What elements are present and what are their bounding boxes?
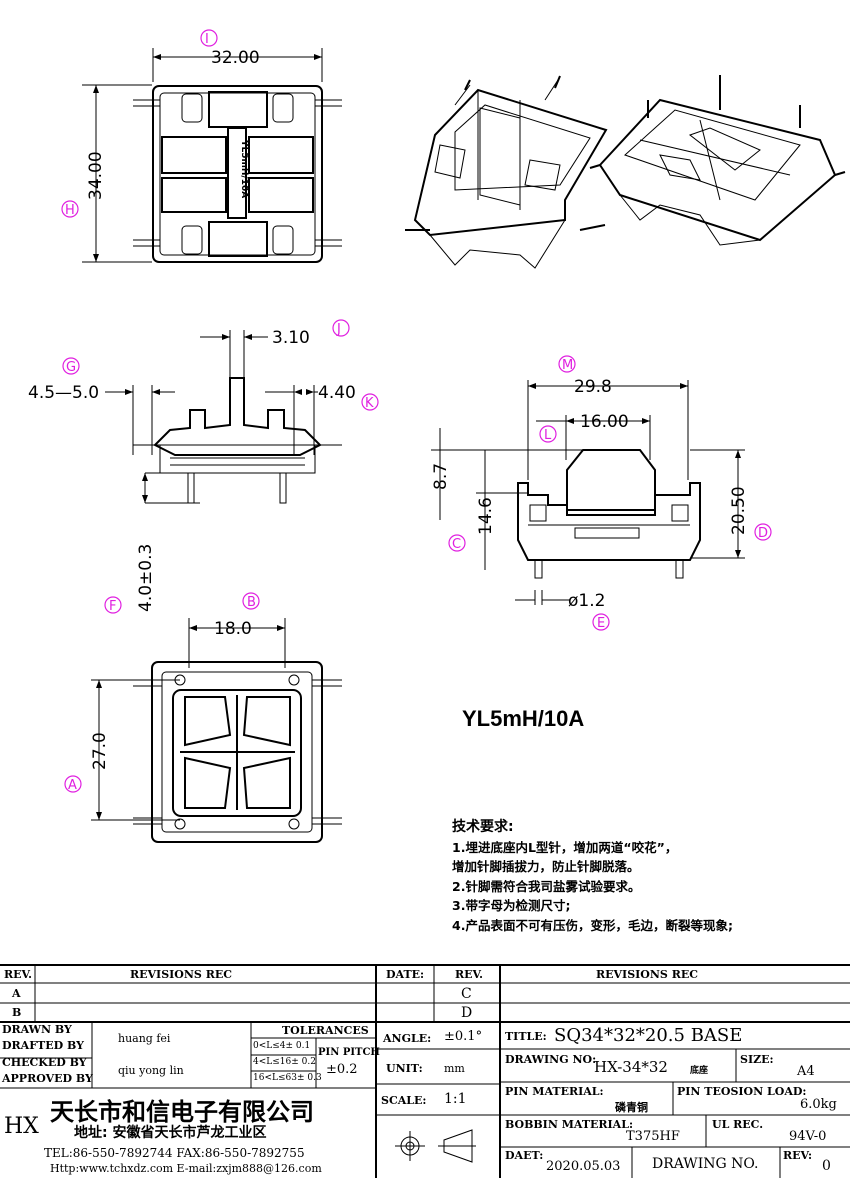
- scale: 1:1: [444, 1091, 467, 1107]
- company-address: 地址: 安徽省天长市芦龙工业区: [74, 1125, 267, 1141]
- rev: 0: [822, 1158, 831, 1174]
- date-header: DATE:: [386, 968, 425, 981]
- model-name: YL5mH/10A: [462, 706, 585, 731]
- drawn-by: huang fei: [118, 1032, 171, 1045]
- label-a: A: [68, 778, 77, 793]
- top-width-dim: 32.00: [211, 48, 260, 68]
- front-left-dim: 4.5—5.0: [28, 383, 99, 403]
- label-f: F: [109, 599, 116, 614]
- tolerance-2: 4<L≤16± 0.2: [253, 1057, 316, 1067]
- company-tel-fax: TEL:86-550-7892744 FAX:86-550-7892755: [44, 1146, 305, 1160]
- rev-label: REV:: [783, 1149, 813, 1162]
- tolerance-1: 0<L≤4± 0.1: [253, 1041, 311, 1051]
- bobbin-material-label: BOBBIN MATERIAL:: [505, 1118, 634, 1131]
- pin-tension: 6.0kg: [800, 1097, 837, 1112]
- unit-label: UNIT:: [386, 1062, 423, 1075]
- note-line: 2.针脚需符合我司盐雾试验要求。: [452, 878, 641, 894]
- front-right-dim: 4.40: [318, 383, 356, 403]
- date: 2020.05.03: [546, 1159, 621, 1174]
- side-h3-dim: 20.50: [729, 486, 749, 535]
- label-k: K: [365, 396, 374, 411]
- rev-a: A: [12, 987, 21, 1000]
- side-inner-dim: 16.00: [580, 412, 629, 432]
- bottom-height-dim: 27.0: [90, 732, 110, 770]
- bottom-view: 18.0 B 27.0 A: [64, 592, 342, 843]
- side-h1-dim: 8.7: [431, 463, 451, 490]
- pin-material: 磷青铜: [615, 1101, 648, 1114]
- checked-by-label: CHECKED BY: [2, 1056, 87, 1069]
- side-top-dim: 29.8: [574, 377, 612, 397]
- company-code: HX: [4, 1114, 39, 1139]
- company-web-email: Http:www.tchxdz.com E-mail:zxjm888@126.c…: [50, 1162, 322, 1175]
- drawing-title: SQ34*32*20.5 BASE: [554, 1025, 743, 1046]
- top-height-dim: 34.00: [86, 151, 106, 200]
- note-line: 1.埋进底座内L型针，增加两道“咬花”，: [452, 839, 678, 855]
- label-c: C: [452, 537, 461, 552]
- pin-pitch-label: PIN PITCH: [318, 1047, 380, 1058]
- drawing-no2-label: DRAWING NO.: [652, 1156, 759, 1172]
- label-e: E: [597, 616, 605, 631]
- pin-pitch: ±0.2: [326, 1062, 358, 1077]
- side-pin-dim: ø1.2: [568, 591, 605, 611]
- ul-rec-label: UL REC.: [712, 1118, 764, 1131]
- date-label: DAET:: [505, 1149, 544, 1162]
- label-m: M: [562, 358, 573, 373]
- drawing-no: HX-34*32: [594, 1058, 668, 1076]
- size: A4: [797, 1064, 815, 1079]
- note-line: 4.产品表面不可有压伤，变形，毛边，断裂等现象;: [452, 917, 733, 933]
- drawing-no-label: DRAWING NO:: [505, 1053, 597, 1066]
- pin-material-label: PIN MATERIAL:: [505, 1085, 604, 1098]
- label-h: H: [65, 203, 75, 218]
- bobbin-material: T375HF: [626, 1129, 680, 1144]
- label-d: D: [758, 526, 768, 541]
- angle: ±0.1°: [444, 1029, 483, 1044]
- top-part-marking: YL5mH/10A: [239, 139, 249, 198]
- drafted-by-label: DRAFTED BY: [2, 1039, 84, 1052]
- unit: mm: [444, 1062, 465, 1075]
- top-view: 32.00 I 34.00 H YL5mH/10A: [61, 29, 342, 263]
- company-name: 天长市和信电子有限公司: [50, 1098, 314, 1126]
- checked-by: qiu yong lin: [118, 1064, 184, 1077]
- angle-label: ANGLE:: [383, 1032, 432, 1045]
- revisions-header: REVISIONS REC: [130, 968, 232, 981]
- ul-rec: 94V-0: [789, 1129, 827, 1144]
- label-j: J: [336, 322, 341, 337]
- rev2-header: REV.: [455, 968, 483, 981]
- rev-c: C: [461, 986, 472, 1002]
- size-label: SIZE:: [740, 1053, 774, 1066]
- tolerances-label: TOLERANCES: [282, 1024, 369, 1037]
- front-pin-spacing-dim: 3.10: [272, 328, 310, 348]
- scale-label: SCALE:: [381, 1094, 427, 1107]
- side-view: 29.8 M 16.00 L 8.7 14.6 C 20.50 D: [431, 355, 772, 631]
- front-view: 3.10 J 4.5—5.0 G 4.40 K 4.0±0.3 F: [28, 319, 379, 614]
- pin-tension-label: PIN TEOSION LOAD:: [677, 1085, 807, 1098]
- iso-view-bottom: [589, 75, 846, 246]
- title-label: TITLE:: [505, 1030, 547, 1043]
- technical-notes: 技术要求: 1.埋进底座内L型针，增加两道“咬花”， 增加针脚插拔力，防止针脚脱…: [452, 818, 733, 935]
- title-block-grid: [0, 964, 850, 1178]
- rev-b: B: [12, 1006, 22, 1019]
- approved-by-label: APPROVED BY: [2, 1072, 93, 1085]
- rev-d: D: [461, 1005, 473, 1021]
- bottom-width-dim: 18.0: [214, 619, 252, 639]
- label-g: G: [66, 360, 76, 375]
- notes-title: 技术要求:: [452, 819, 514, 835]
- tolerance-3: 16<L≤63± 0.3: [253, 1073, 322, 1083]
- drawing-no-suffix: 底座: [690, 1066, 709, 1076]
- side-h2-dim: 14.6: [476, 497, 496, 535]
- drawn-by-label: DRAWN BY: [2, 1023, 72, 1036]
- label-i: I: [205, 32, 209, 47]
- front-pin-length-dim: 4.0±0.3: [136, 544, 156, 612]
- label-b: B: [247, 595, 256, 610]
- note-line: 增加针脚插拔力，防止针脚脱落。: [452, 859, 640, 874]
- revisions2-header: REVISIONS REC: [596, 968, 698, 981]
- iso-view-top: [405, 75, 608, 269]
- note-line: 3.带字母为检测尺寸;: [452, 898, 571, 913]
- rev-header: REV.: [4, 968, 32, 981]
- label-l: L: [544, 428, 552, 443]
